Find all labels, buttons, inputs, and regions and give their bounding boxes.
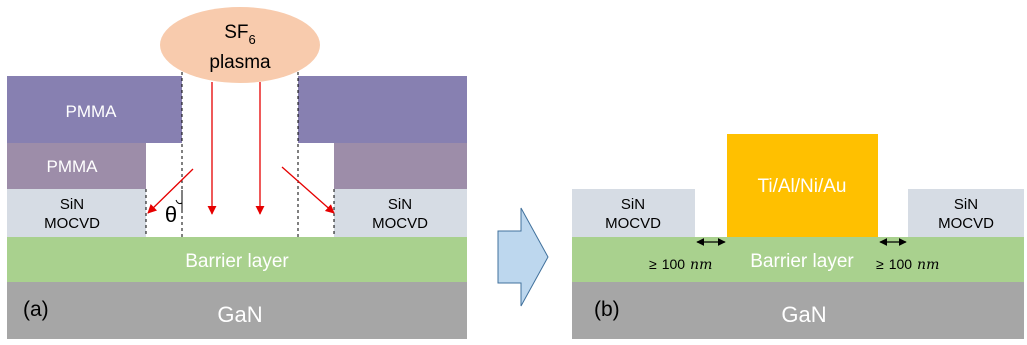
barrier-layer-a [7,237,467,282]
sin-right-b-line2: MOCVD [938,215,994,232]
gan-label-b: GaN [781,302,826,327]
plasma-label-line1: SF6 [224,22,256,47]
sin-left-b [572,189,695,237]
sin-left-a-line1: SiN [60,196,84,213]
panel-b-label: (b) [594,298,620,321]
plasma-ellipse [160,7,320,83]
pmma-bottom-label: PMMA [47,157,99,176]
sin-left-a [7,189,146,237]
pmma-top-left [7,76,182,143]
gan-label-a: GaN [217,302,262,327]
sin-right-b-line1: SiN [954,196,978,213]
ohmic-contact [727,134,878,237]
gan-layer-a [7,282,467,339]
sin-left-b-line1: SiN [621,196,645,213]
plasma-arrow-angled-right [281,166,335,214]
barrier-layer-b [572,237,1024,282]
angle-arc [175,199,183,205]
process-block-arrow [497,207,549,307]
sin-right-b [908,189,1024,237]
pmma-bottom-left [7,143,146,189]
angle-theta-label: θ [165,202,177,227]
sin-right-a-line1: SiN [388,196,412,213]
plasma-label-line2: plasma [209,52,271,73]
contact-label: Ti/Al/Ni/Au [757,176,846,197]
sin-left-b-line2: MOCVD [605,215,661,232]
barrier-label-b: Barrier layer [750,251,854,272]
plasma-arrow-angled-left [147,168,194,214]
panel-a: SF6 plasma PMMA PMMA SiN MOCVD SiN MOCVD… [7,7,467,339]
pmma-top-right [298,76,467,143]
barrier-label-a: Barrier layer [185,251,289,272]
pmma-top-label: PMMA [66,102,118,121]
gan-layer-b [572,282,1024,339]
panel-a-label: (a) [23,298,49,321]
sin-left-a-line2: MOCVD [44,215,100,232]
pmma-bottom-right [334,143,467,189]
sin-right-a [334,189,467,237]
sin-right-a-line2: MOCVD [372,215,428,232]
